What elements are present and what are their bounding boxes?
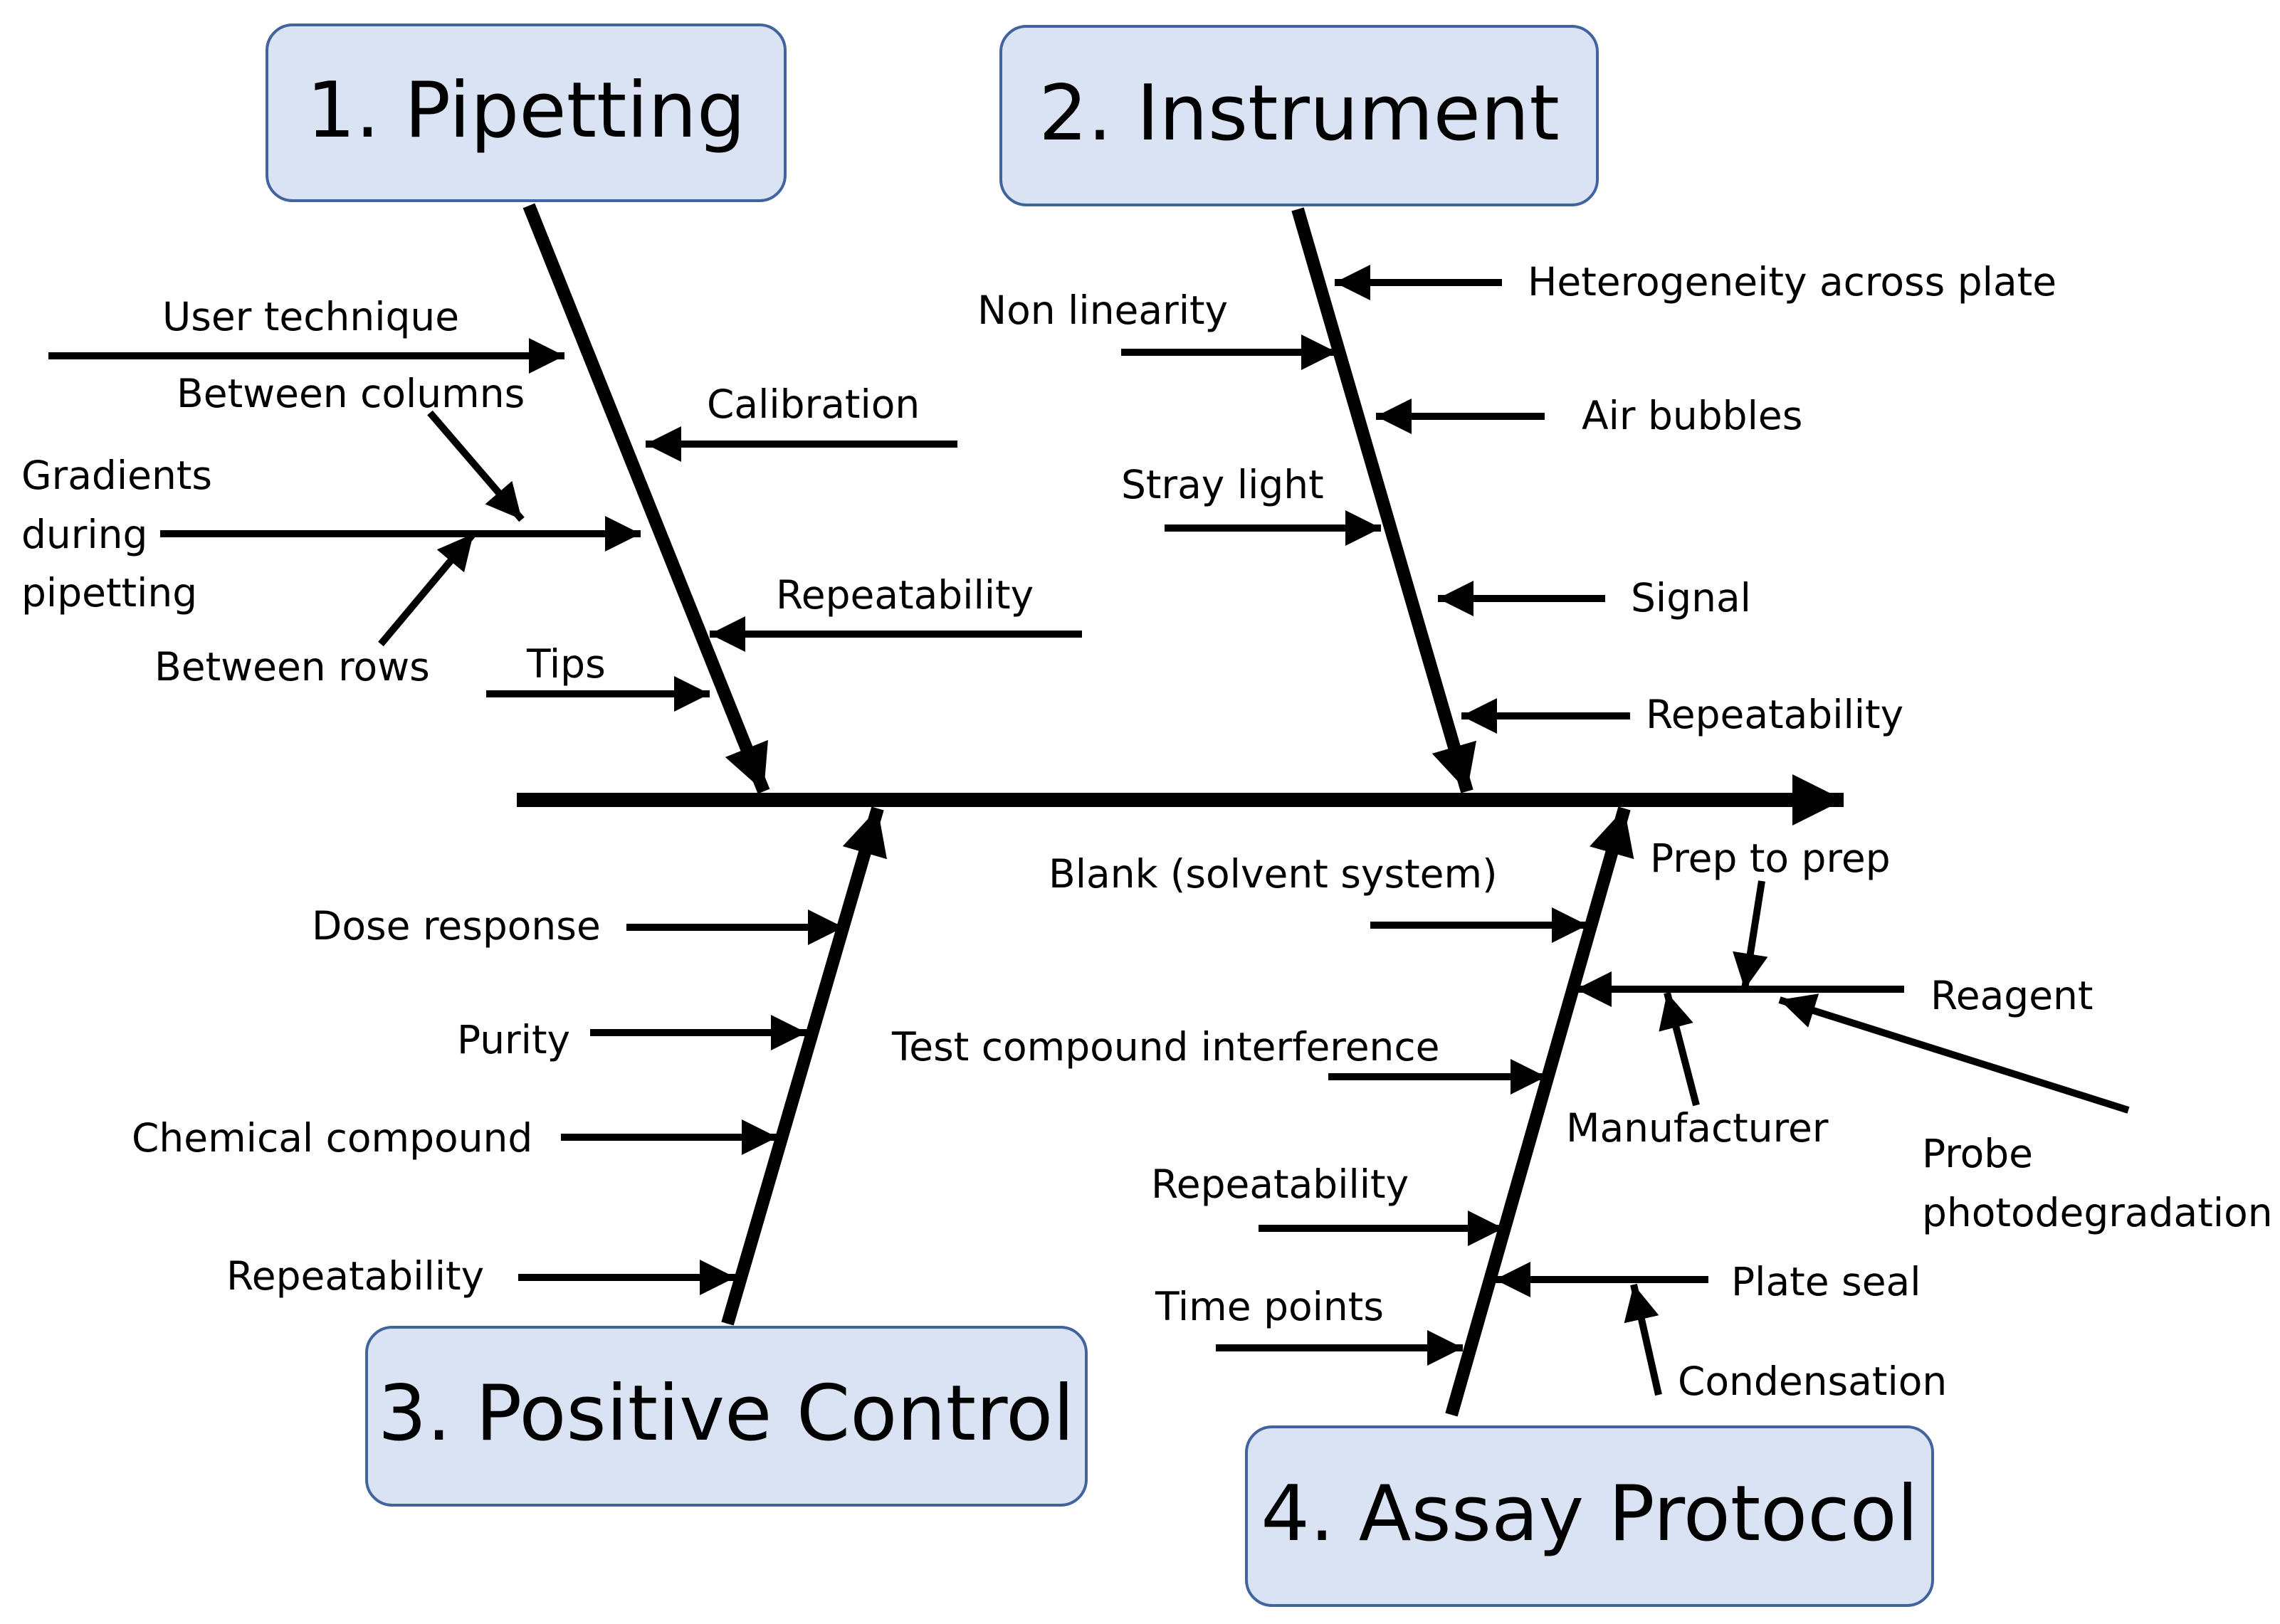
category-box-assay-protocol: 4. Assay Protocol — [1245, 1425, 1934, 1607]
label-air-bubbles: Air bubbles — [1582, 393, 1802, 438]
category-title-positive-control: 3. Positive Control — [378, 1369, 1074, 1458]
label-stray-light: Stray light — [1121, 462, 1324, 507]
label-prep-to-prep: Prep to prep — [1650, 835, 1891, 881]
label-repeatability-assay: Repeatability — [1151, 1161, 1409, 1207]
label-calibration: Calibration — [707, 381, 920, 427]
label-gradients-line3: pipetting — [21, 570, 197, 616]
label-repeatability-instrument: Repeatability — [1646, 692, 1903, 737]
arrow-condensation — [1624, 1283, 1662, 1396]
category-title-instrument: 2. Instrument — [1039, 69, 1560, 158]
label-between-columns: Between columns — [177, 371, 525, 416]
category-title-pipetting: 1. Pipetting — [307, 66, 746, 155]
label-gradients-line1: Gradients — [21, 453, 212, 498]
category-box-positive-control: 3. Positive Control — [365, 1326, 1088, 1507]
label-plate-seal: Plate seal — [1731, 1259, 1921, 1304]
label-dose-response: Dose response — [312, 903, 601, 949]
label-purity: Purity — [457, 1017, 570, 1063]
label-chemical-compound: Chemical compound — [132, 1115, 532, 1161]
label-gradients-line2: during — [21, 512, 147, 557]
label-manufacturer: Manufacturer — [1566, 1105, 1829, 1151]
label-user-technique: User technique — [162, 294, 459, 339]
category-box-pipetting: 1. Pipetting — [266, 23, 787, 202]
category-box-instrument: 2. Instrument — [999, 25, 1599, 206]
label-blank: Blank (solvent system) — [1049, 851, 1498, 897]
category-title-assay-protocol: 4. Assay Protocol — [1261, 1470, 1918, 1559]
label-condensation: Condensation — [1678, 1359, 1947, 1404]
arrow-between-rows — [378, 531, 476, 647]
bone-assay-protocol — [1445, 806, 1634, 1417]
label-probe-line1: Probe — [1922, 1131, 2033, 1176]
bone-pipetting — [522, 203, 770, 794]
label-signal: Signal — [1631, 575, 1751, 621]
arrow-probe-photodegradation — [1778, 993, 2130, 1114]
arrow-manufacturer — [1659, 991, 1700, 1107]
bone-positive-control — [721, 806, 887, 1326]
label-tips: Tips — [526, 641, 606, 687]
label-test-compound: Test compound interference — [891, 1024, 1439, 1070]
arrow-between-columns — [427, 410, 525, 522]
label-repeatability-positive-control: Repeatability — [226, 1253, 484, 1299]
label-probe-line2: photodegradation — [1922, 1190, 2273, 1235]
label-heterogeneity: Heterogeneity across plate — [1528, 259, 2056, 305]
arrow-prep-to-prep — [1733, 880, 1768, 990]
label-time-points: Time points — [1155, 1284, 1384, 1329]
label-repeatability-pipetting: Repeatability — [776, 572, 1034, 618]
label-non-linearity: Non linearity — [977, 288, 1228, 333]
bone-instrument — [1291, 207, 1477, 793]
label-between-rows: Between rows — [154, 644, 430, 690]
label-reagent: Reagent — [1930, 973, 2093, 1018]
